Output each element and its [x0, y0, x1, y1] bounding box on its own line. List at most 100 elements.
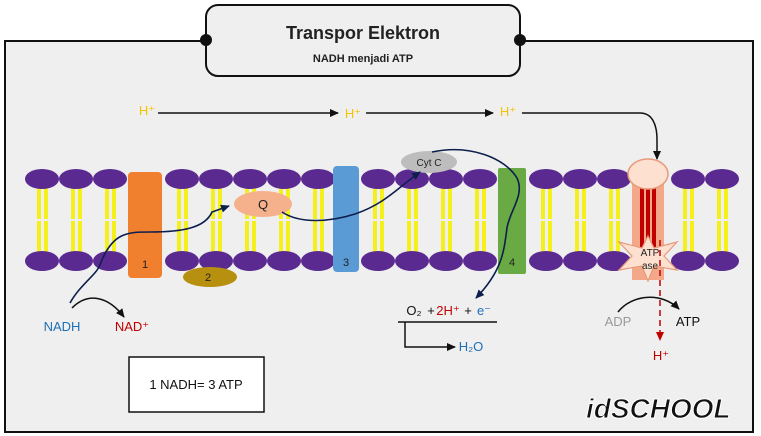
- atp-synthase-star: [617, 234, 679, 283]
- nad-label: NAD⁺: [115, 319, 149, 334]
- lipid-head-top: [267, 169, 301, 189]
- electron-path-1: [69, 204, 230, 304]
- lipid-tail: [177, 185, 181, 219]
- lipid-tail: [245, 221, 249, 255]
- lipid-head-bottom: [25, 251, 59, 271]
- water-formation-arrow: [404, 322, 456, 351]
- plus-sign-1: +: [427, 303, 435, 318]
- lipid-bilayer: [25, 169, 739, 271]
- proton-outflow-label: H⁺: [653, 348, 669, 363]
- diagram-subtitle: NADH menjadi ATP: [313, 53, 413, 65]
- lipid-tail: [548, 185, 552, 219]
- proton-label-1: H⁺: [139, 103, 155, 118]
- lipid-head-bottom: [463, 251, 497, 271]
- lipid-head-top: [597, 169, 631, 189]
- lipid-head-top: [233, 169, 267, 189]
- complex-1: [128, 172, 162, 278]
- lipid-head-top: [529, 169, 563, 189]
- proton-label-2: H⁺: [345, 106, 361, 121]
- lipid-tail: [71, 221, 75, 255]
- title-box: Transpor Elektron NADH menjadi ATP: [200, 4, 526, 77]
- lipid-tail: [37, 221, 41, 255]
- lipid-tail: [407, 221, 411, 255]
- lipid-tail: [717, 185, 721, 219]
- plus-sign-2: +: [464, 303, 472, 318]
- lipid-tail: [373, 221, 377, 255]
- atp-synthase: ATP ase: [617, 158, 679, 283]
- title-connector-dot-left: [200, 34, 212, 46]
- lipid-tail: [218, 185, 222, 219]
- lipid-tail: [78, 221, 82, 255]
- lipid-head-bottom: [165, 251, 199, 271]
- lipid-head-top: [25, 169, 59, 189]
- lipid-head-bottom: [563, 251, 597, 271]
- lipid-tail: [441, 221, 445, 255]
- lipid-tail: [724, 221, 728, 255]
- ubiquinone-label: Q: [258, 197, 268, 212]
- lipid-head-bottom: [361, 251, 395, 271]
- ubiquinone-q: [234, 191, 292, 217]
- lipid-tail: [71, 185, 75, 219]
- complex-3-label: 3: [343, 257, 349, 269]
- electron-path-3: [431, 148, 521, 299]
- complex-2-label: 2: [205, 272, 211, 284]
- lipid-tail: [548, 221, 552, 255]
- lipid-tail: [582, 185, 586, 219]
- nadh-oxidation-arrow: [71, 297, 125, 318]
- lipid-tail: [105, 185, 109, 219]
- lipid-tail: [320, 185, 324, 219]
- protons-2h-label: 2H⁺: [436, 303, 459, 318]
- atp-synthase-label-2: ase: [642, 261, 659, 272]
- atp-synthase-head: [627, 158, 669, 190]
- lipid-head-top: [563, 169, 597, 189]
- lipid-head-top: [165, 169, 199, 189]
- proton-arrow-3: [522, 112, 661, 160]
- lipid-head-bottom: [429, 251, 463, 271]
- lipid-tail: [44, 185, 48, 219]
- proton-label-3: H⁺: [500, 104, 516, 119]
- lipid-tail: [105, 221, 109, 255]
- lipid-tail: [112, 221, 116, 255]
- electron-path-2: [281, 171, 421, 222]
- atp-synthase-label-1: ATP: [641, 248, 660, 259]
- lipid-head-top: [59, 169, 93, 189]
- lipid-tail: [380, 185, 384, 219]
- lipid-tail: [211, 221, 215, 255]
- logo-text: idSCHOOL: [586, 393, 731, 424]
- lipid-tail: [575, 185, 579, 219]
- lipid-head-top: [671, 169, 705, 189]
- diagram-title: Transpor Elektron: [286, 23, 440, 43]
- summary-text: 1 NADH= 3 ATP: [149, 377, 242, 392]
- lipid-tail: [482, 185, 486, 219]
- lipid-tail: [184, 221, 188, 255]
- lipid-tail: [541, 185, 545, 219]
- lipid-tail: [609, 185, 613, 219]
- lipid-tail: [609, 221, 613, 255]
- lipid-tail: [717, 221, 721, 255]
- lipid-tail: [78, 185, 82, 219]
- lipid-head-top: [93, 169, 127, 189]
- lipid-tail: [44, 221, 48, 255]
- cytochrome-c-label: Cyt C: [417, 158, 442, 169]
- lipid-head-bottom: [93, 251, 127, 271]
- lipid-head-bottom: [705, 251, 739, 271]
- oxygen-label: O₂: [406, 303, 421, 318]
- lipid-head-top: [429, 169, 463, 189]
- cytochrome-c: [401, 151, 457, 173]
- lipid-tail: [683, 185, 687, 219]
- lipid-tail: [575, 221, 579, 255]
- atp-synthesis-arrow: [617, 296, 680, 313]
- lipid-tail: [37, 185, 41, 219]
- lipid-head-top: [705, 169, 739, 189]
- atp-label: ATP: [676, 314, 700, 329]
- lipid-tail: [407, 185, 411, 219]
- lipid-head-bottom: [301, 251, 335, 271]
- lipid-tail: [616, 221, 620, 255]
- lipid-head-bottom: [233, 251, 267, 271]
- lipid-tail: [690, 221, 694, 255]
- lipid-tail: [582, 221, 586, 255]
- lipid-tail: [690, 185, 694, 219]
- lipid-tail: [380, 221, 384, 255]
